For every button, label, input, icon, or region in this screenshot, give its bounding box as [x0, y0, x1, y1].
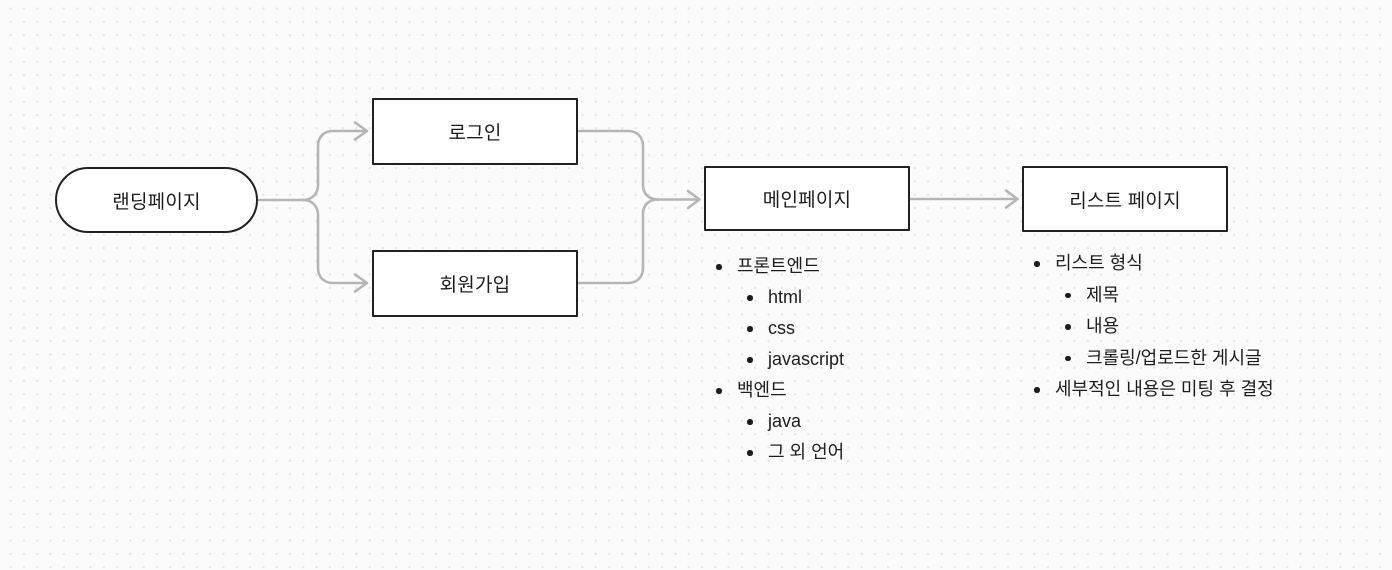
node-signup[interactable]: 회원가입 — [372, 250, 578, 317]
bullet-icon — [747, 326, 753, 332]
bullet-icon — [747, 419, 753, 425]
list-item: 크롤링/업로드한 게시글 — [1024, 343, 1274, 375]
list-item: 프론트엔드 — [706, 251, 844, 282]
arrowhead-login — [353, 121, 369, 141]
arrowhead-signup — [353, 273, 369, 293]
node-signup-label: 회원가입 — [439, 275, 511, 296]
connector-landing-fork[interactable] — [257, 121, 369, 293]
list-item: javascript — [706, 344, 844, 375]
list-item: html — [706, 282, 844, 313]
node-landing-page[interactable]: 랜딩페이지 — [55, 167, 258, 233]
node-main-page-label: 메인페이지 — [762, 190, 852, 211]
node-main-page[interactable]: 메인페이지 — [704, 166, 910, 231]
node-list-page-label: 리스트 페이지 — [1069, 190, 1181, 212]
bullet-icon — [1034, 387, 1040, 393]
bullet-icon — [1065, 292, 1071, 298]
main-page-notes[interactable]: 프론트엔드 html css javascript 백엔드 java 그 외 언… — [706, 251, 844, 468]
connector-merge-to-main[interactable] — [577, 129, 701, 285]
list-page-notes[interactable]: 리스트 형식 제목 내용 크롤링/업로드한 게시글 세부적인 내용은 미팅 후 … — [1024, 248, 1274, 406]
bullet-icon — [716, 264, 722, 270]
list-item: 그 외 언어 — [706, 437, 844, 468]
list-item: 리스트 형식 — [1024, 248, 1274, 280]
connector-main-to-list[interactable] — [909, 189, 1019, 209]
list-item: 백엔드 — [706, 375, 844, 406]
node-login-label: 로그인 — [448, 123, 502, 144]
list-item: 세부적인 내용은 미팅 후 결정 — [1024, 374, 1274, 406]
node-list-page[interactable]: 리스트 페이지 — [1022, 166, 1228, 232]
bullet-icon — [1065, 324, 1071, 330]
node-login[interactable]: 로그인 — [372, 98, 578, 165]
node-landing-page-label: 랜딩페이지 — [112, 191, 201, 213]
bullet-icon — [747, 357, 753, 363]
list-item: 제목 — [1024, 280, 1274, 312]
list-item: 내용 — [1024, 311, 1274, 343]
bullet-icon — [1065, 355, 1071, 361]
arrowhead-main — [686, 189, 701, 210]
bullet-icon — [1034, 261, 1040, 267]
bullet-icon — [716, 388, 722, 394]
bullet-icon — [747, 295, 753, 301]
arrowhead-list-page — [1004, 189, 1019, 209]
list-item: java — [706, 406, 844, 437]
list-item: css — [706, 313, 844, 344]
bullet-icon — [747, 450, 753, 456]
